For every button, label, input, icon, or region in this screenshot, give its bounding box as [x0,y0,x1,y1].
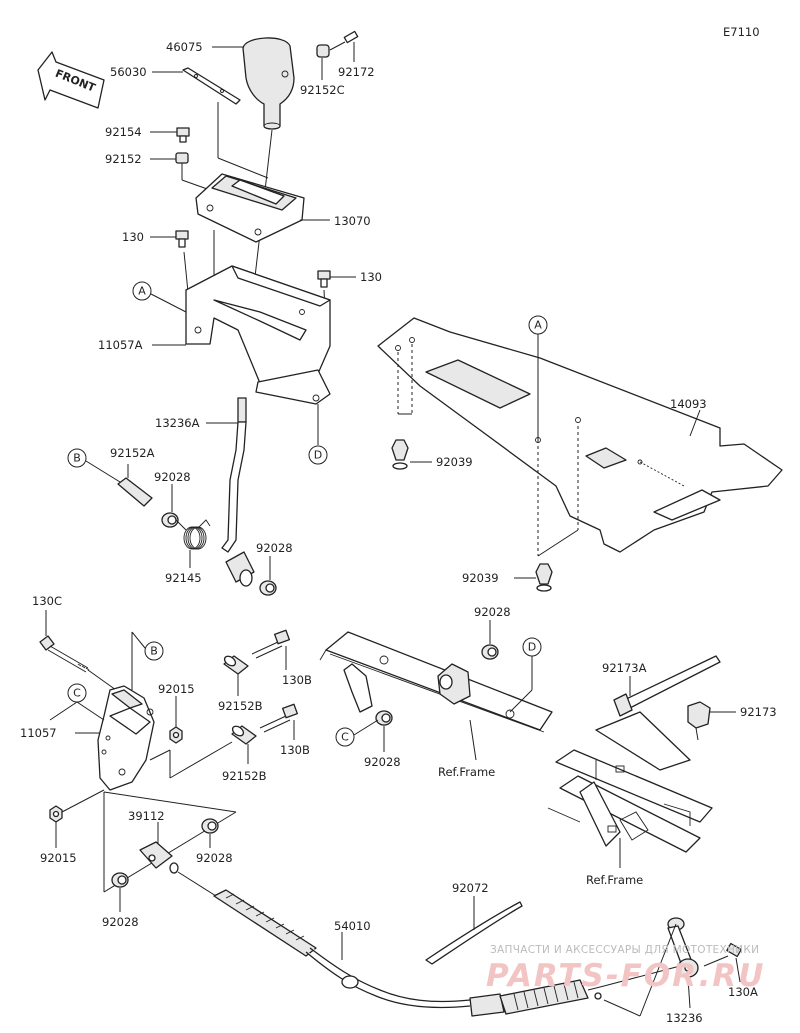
bushing-92028-frame-lower [375,710,393,726]
shift-knob [242,37,295,130]
bolt-130B-lower [259,703,298,733]
label-39112: 39112 [128,809,165,823]
bushing-92028-mid [259,580,277,596]
callout-d-upper [308,445,328,465]
clip-92173 [687,701,711,741]
screw-92172 [329,30,359,51]
frame-section-middle [319,631,553,733]
label-130-right: 130 [360,270,382,284]
collar-92152B-upper [223,655,249,675]
ref-frame-label-right: Ref.Frame [586,873,643,887]
label-13236: 13236 [666,1011,703,1025]
bushing-92028-upper [161,512,179,528]
label-130B-a: 130B [282,673,312,687]
collar-92152 [175,152,189,164]
watermark-line1: ЗАПЧАСТИ И АКСЕССУАРЫ ДЛЯ МОТОТЕХНИКИ [490,944,759,956]
shift-cable-54010 [177,871,605,1017]
callout-a-right-label: A [534,319,542,332]
label-54010: 54010 [334,919,371,933]
label-130A: 130A [728,985,758,999]
label-92028-a: 92028 [154,470,191,484]
clip-92039-lower [535,563,553,592]
label-92173A: 92173A [602,661,647,675]
bushing-92028-frame-upper [481,644,499,660]
nut-92015-lower [49,805,63,823]
label-92173: 92173 [740,705,777,719]
bracket-11057A [185,265,331,405]
bushing-92028-joint-right [201,818,219,834]
label-11057A: 11057A [98,338,143,352]
label-92039-a: 92039 [436,455,473,469]
label-13070: 13070 [334,214,371,228]
callout-b-upper-label: B [73,452,81,465]
label-92015-a: 92015 [158,682,195,696]
label-92028-b: 92028 [256,541,293,555]
callout-c-left-label: C [73,687,81,700]
label-92172: 92172 [338,65,375,79]
front-arrow-icon: FRONT [37,51,105,109]
callout-c-right [335,727,355,747]
callout-d-upper-label: D [314,449,322,462]
bolt-130B-upper [251,629,290,659]
label-56030: 56030 [110,65,147,79]
callout-a-left [132,281,152,301]
label-130-top: 130 [122,230,144,244]
callout-b-lower-label: B [150,645,158,658]
callout-a-left-label: A [138,285,146,298]
ref-frame-label-middle: Ref.Frame [438,765,495,779]
label-92028-d: 92028 [364,755,401,769]
plate-56030 [182,67,241,105]
label-92152: 92152 [105,152,142,166]
bolt-130A [703,942,742,967]
shift-rod-13236A [221,397,255,587]
label-92154: 92154 [105,125,142,139]
label-92152B-a: 92152B [218,699,263,713]
collar-92152B-lower [231,725,257,745]
label-130B-b: 130B [280,743,310,757]
collar-92152A [117,477,153,507]
label-92039-b: 92039 [462,571,499,585]
label-92015-b: 92015 [40,851,77,865]
nut-92015-upper [169,726,183,744]
watermark-line2: PARTS-FOR.RU [486,958,765,994]
label-11057: 11057 [20,726,57,740]
label-92028-e: 92028 [196,851,233,865]
bolt-130-right [317,270,331,288]
floor-mat-14093 [377,317,783,553]
shift-cover-13070 [195,173,305,243]
label-13236A: 13236A [155,416,200,430]
label-92152C: 92152C [300,83,345,97]
label-14093: 14093 [670,397,707,411]
bushing-92028-joint-left [111,872,129,888]
joint-39112 [139,841,179,874]
label-92072: 92072 [452,881,489,895]
label-46075: 46075 [166,40,203,54]
label-92152A: 92152A [110,446,155,460]
frame-section-right [547,711,713,853]
label-130C: 130C [32,594,62,608]
callout-c-right-label: C [341,731,349,744]
collar-92152C [316,44,330,58]
cable-tie-92072 [425,901,523,965]
label-92152B-b: 92152B [222,769,267,783]
label-92145: 92145 [165,571,202,585]
diagram-code: E7110 [723,25,760,39]
cable-tie-92173A [613,655,721,717]
shift-bracket-11057 [97,685,155,791]
callout-d-lower-label: D [528,641,536,654]
spring-92145 [183,519,211,550]
callout-b-lower [144,641,164,661]
bolt-130C [39,635,90,673]
label-92028-c: 92028 [474,605,511,619]
bolt-92154 [176,127,190,143]
label-92028-f: 92028 [102,915,139,929]
callout-b-upper [67,448,87,468]
bolt-130-left [175,230,189,248]
clip-92039-upper [391,439,409,470]
